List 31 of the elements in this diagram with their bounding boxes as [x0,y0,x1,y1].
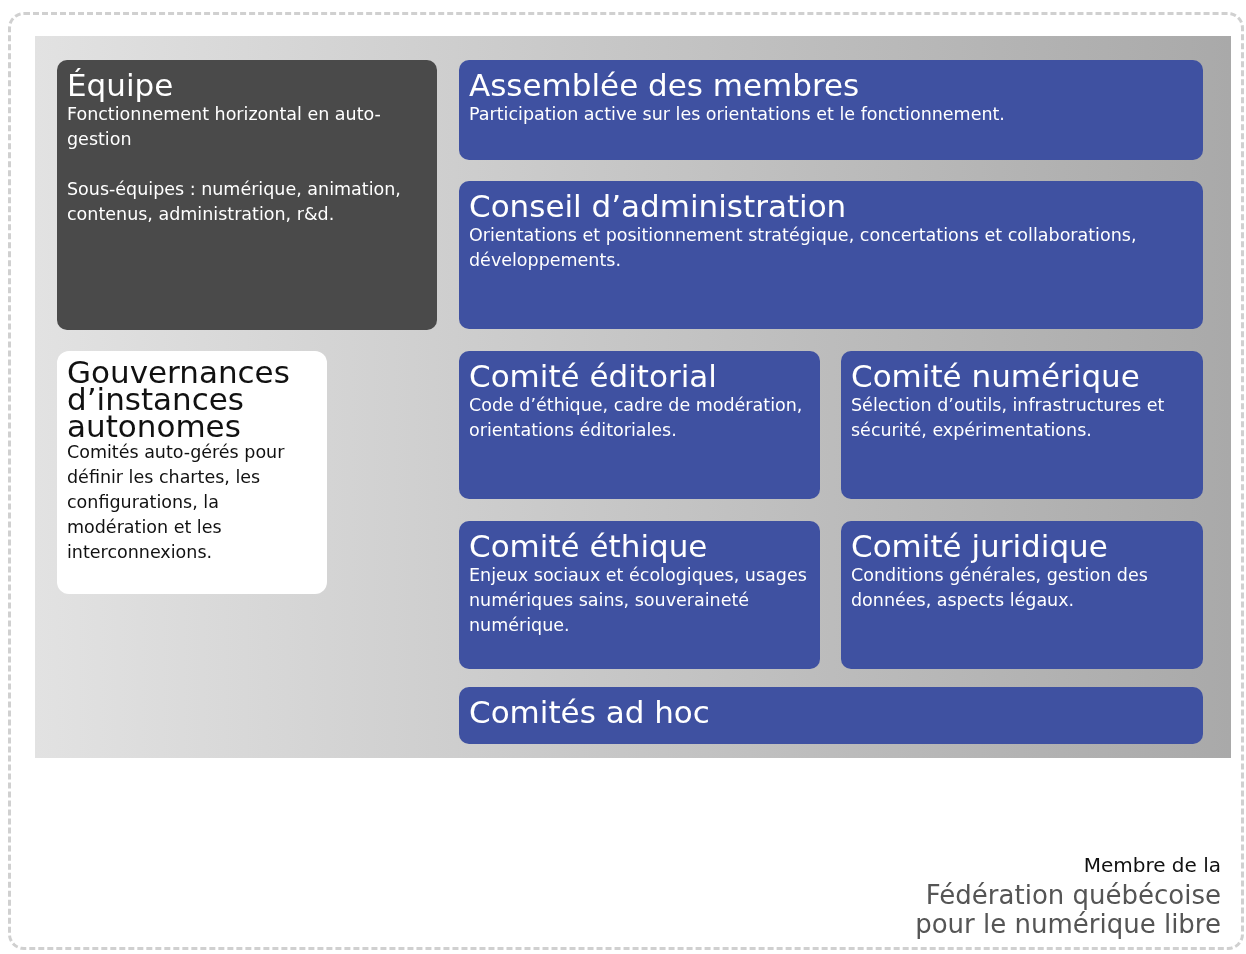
card-title: Conseil d’administration [469,189,848,223]
dashed-frame [8,12,1244,950]
committee-card [841,521,1203,669]
team-card [57,60,437,330]
card-title: Comité juridique [851,529,1109,563]
card-title: Comités ad hoc [469,695,711,729]
card-description: Fonctionnement horizontal en auto-gestion [67,103,382,151]
card-description: Conditions générales, gestion des données, aspects légaux. [851,564,1149,612]
committee-card [459,60,1203,160]
card-description: Orientations et positionnement stratégique, concertations et collaborations, développements. [469,224,1138,272]
footer-text: Membre de la [1083,853,1221,877]
card-title: Comité numérique [851,359,1141,393]
card-title: Gouvernances d’instances autonomes [67,359,291,440]
card-description: Comités auto-gérés pour définir les chartes, les configurations, la modération et les interconnexions. [67,441,286,564]
card-description: Enjeux sociaux et écologiques, usages numériques sains, souveraineté numérique. [469,564,808,637]
card-description: Sélection d’outils, infrastructures et sécurité, expérimentations. [851,394,1166,442]
card-title: Équipe [67,68,175,102]
committee-card [459,351,820,499]
card-title: Comité éditorial [469,359,718,393]
committee-card [459,687,1203,744]
card-description: Code d’éthique, cadre de modération, orientations éditoriales. [469,394,804,442]
governance-card [57,351,327,594]
card-title: Assemblée des membres [469,68,861,102]
panel-background [35,36,1231,758]
committee-card [459,181,1203,329]
committee-card [459,521,820,669]
card-description: Sous-équipes : numérique, animation, contenus, administration, r&d. [67,178,402,226]
committee-card [841,351,1203,499]
footer-text: Fédération québécoise pour le numérique libre [914,881,1221,939]
card-description: Participation active sur les orientations et le fonctionnement. [469,103,1006,126]
card-title: Comité éthique [469,529,709,563]
